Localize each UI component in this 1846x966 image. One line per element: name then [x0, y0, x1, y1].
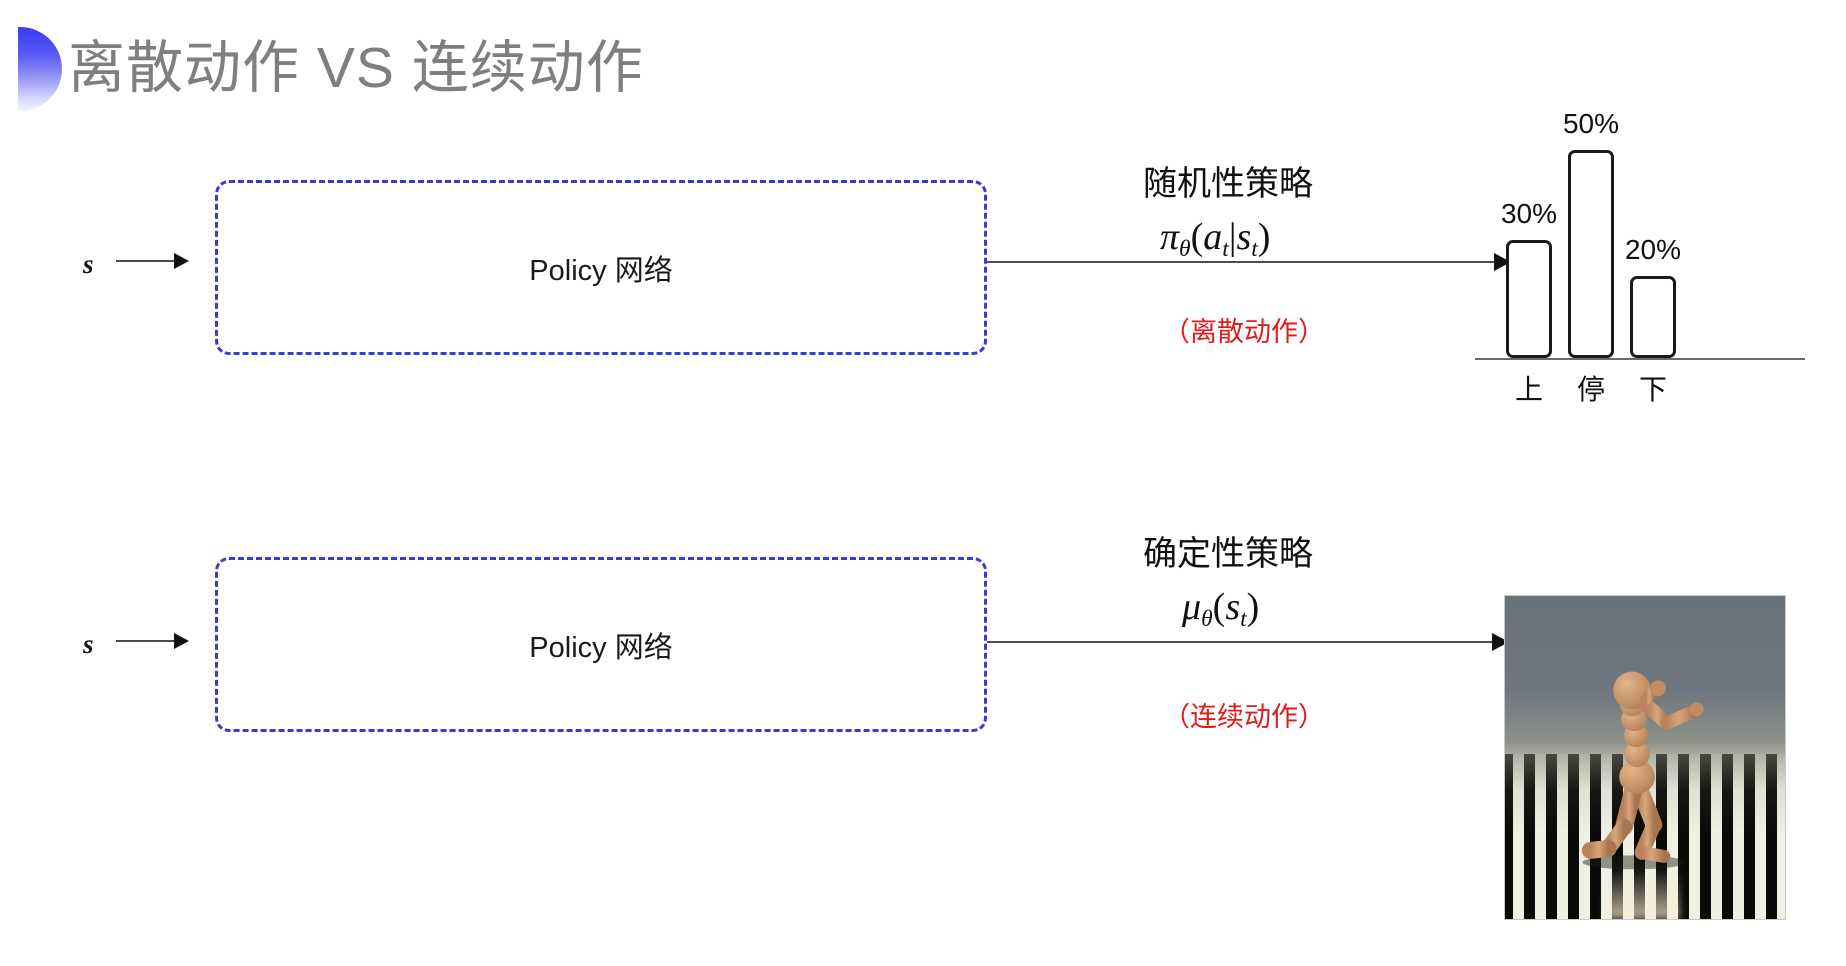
formula-state-sub: t: [1251, 236, 1258, 263]
formula-theta: θ: [1201, 606, 1213, 633]
bar-value-1: 50%: [1562, 108, 1620, 139]
formula-action: a: [1203, 216, 1223, 258]
deterministic-policy-formula: μθ(st): [1182, 585, 1259, 633]
formula-open-paren: (: [1212, 586, 1226, 628]
arrow-line: [987, 641, 1507, 643]
stochastic-policy-formula: πθ(at|st): [1160, 215, 1270, 263]
bar-chart-axis-line: [1475, 358, 1805, 360]
bar-tick-label-0: 上: [1514, 374, 1544, 405]
formula-conditional-bar: |: [1228, 216, 1237, 258]
bar-column-2: 20% 下: [1625, 234, 1681, 405]
state-input-label-discrete: s: [83, 249, 94, 279]
deterministic-policy-label: 确定性策略: [1143, 535, 1313, 573]
arrow-head: [174, 253, 189, 269]
bar-column-0: 30% 上: [1501, 198, 1557, 405]
bar-rect-1: [1568, 150, 1614, 358]
arrow-line: [987, 261, 1509, 263]
policy-network-label: Policy 网络: [529, 631, 673, 664]
bar-value-2: 20%: [1624, 234, 1682, 265]
arrow-line: [116, 260, 178, 262]
formula-state: s: [1236, 216, 1252, 258]
action-probability-bar-chart: 30% 上 50% 停 20% 下: [1470, 95, 1810, 415]
continuous-action-row: s Policy 网络 确定性策略 μθ(st) （连续动作）: [0, 535, 1846, 950]
formula-pi: π: [1160, 216, 1180, 258]
formula-mu: μ: [1182, 586, 1202, 628]
bar-rect-2: [1630, 276, 1676, 358]
bar-rect-0: [1506, 240, 1552, 358]
discrete-action-note: （离散动作）: [1163, 317, 1325, 347]
stochastic-policy-label: 随机性策略: [1143, 165, 1313, 203]
formula-state-sub: t: [1240, 606, 1247, 633]
arrow-head: [174, 633, 189, 649]
bar-tick-label-1: 停: [1576, 374, 1606, 405]
formula-close-paren: ): [1246, 586, 1260, 628]
bar-tick-label-2: 下: [1638, 374, 1668, 405]
formula-state: s: [1225, 586, 1241, 628]
humanoid-simulation-image: [1504, 595, 1786, 920]
floor-reflection: [1605, 867, 1679, 919]
humanoid-robot-figure: [1581, 671, 1704, 870]
continuous-action-note: （连续动作）: [1163, 702, 1325, 732]
title-accent-shape: [18, 27, 62, 111]
arrow-line: [116, 640, 178, 642]
state-input-label-continuous: s: [83, 629, 94, 659]
formula-theta: θ: [1179, 236, 1191, 263]
policy-network-box-continuous[interactable]: Policy 网络: [215, 557, 987, 732]
page-title: 离散动作 VS 连续动作: [68, 36, 644, 100]
formula-close-paren: ): [1257, 216, 1271, 258]
bar-column-1: 50% 停: [1563, 108, 1619, 405]
policy-network-box-discrete[interactable]: Policy 网络: [215, 180, 987, 355]
bar-value-0: 30%: [1500, 198, 1558, 229]
formula-open-paren: (: [1190, 216, 1204, 258]
policy-output-arrow-continuous: [987, 632, 1509, 652]
discrete-action-row: s Policy 网络 随机性策略 πθ(at|st) （离散动作）: [0, 165, 1846, 470]
formula-action-sub: t: [1222, 236, 1229, 263]
policy-network-label: Policy 网络: [529, 254, 673, 287]
